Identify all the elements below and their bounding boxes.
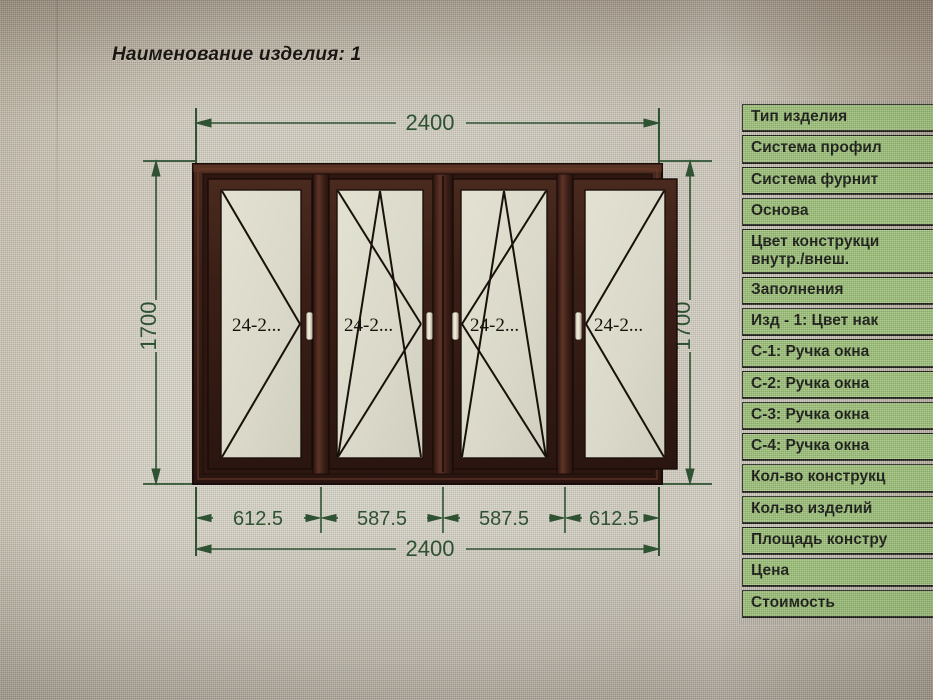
property-label: С-1: Ручка окна [751, 343, 870, 361]
property-row-filling[interactable]: Заполнения [742, 276, 933, 305]
property-label: Система профил [751, 139, 882, 157]
sash-4-width-label: 612.5 [589, 508, 639, 530]
property-row-qty-constructions[interactable]: Кол-во конструкц [742, 464, 933, 493]
mullion-1 [312, 173, 330, 475]
property-label: Основа [751, 201, 809, 219]
sash-4: 24-2... [572, 178, 678, 470]
property-label: С-3: Ручка окна [751, 405, 870, 423]
property-row-total-cost[interactable]: Стоимость [742, 589, 933, 618]
mullion-2 [556, 173, 574, 475]
property-label: Кол-во конструкц [751, 468, 886, 486]
property-label-line2: внутр./внеш. [751, 251, 850, 269]
page-title: Наименование изделия: 1 [112, 44, 362, 65]
property-row-handle-s4[interactable]: С-4: Ручка окна [742, 433, 933, 462]
left-height-dimension-group: 1700 [136, 159, 196, 486]
window-drawing: 2400 1700 1700 [136, 108, 712, 561]
sash-3-width-label: 587.5 [479, 508, 529, 530]
sash-4-label: 24-2... [594, 315, 643, 336]
property-row-hardware[interactable]: Система фурнит [742, 166, 933, 195]
sash-1-label: 24-2... [232, 315, 281, 336]
left-height-dimension-label: 1700 [136, 302, 161, 351]
background-top-shade [0, 0, 933, 120]
property-row-handle-s1[interactable]: С-1: Ручка окна [742, 339, 933, 368]
property-row-overlay-color[interactable]: Изд - 1: Цвет нак [742, 307, 933, 337]
sash-2-label: 24-2... [344, 315, 393, 336]
top-dimension-group: 2400 [194, 108, 661, 172]
window-assembly: 24-2... 24 [192, 163, 678, 485]
sash-1-opening-symbol [221, 190, 301, 458]
sash-3: 24-2... [451, 178, 558, 470]
sash-1: 24-2... [207, 178, 314, 470]
sash-1-handle [305, 311, 314, 341]
property-label: Изд - 1: Цвет нак [751, 311, 879, 329]
bottom-total-dimension-group: 2400 [194, 536, 661, 561]
sash-3-label: 24-2... [470, 315, 519, 336]
property-row-type[interactable]: Тип изделия [742, 104, 933, 133]
sash-1-width-label: 612.5 [233, 508, 283, 530]
property-label: Площадь констру [751, 530, 888, 548]
sash-4-glass [584, 189, 666, 459]
property-row-handle-s2[interactable]: С-2: Ручка окна [742, 370, 933, 399]
sash-1-glass [220, 189, 302, 459]
sash-2: 24-2... [328, 178, 434, 470]
property-label: Цвет конструкци [751, 233, 880, 251]
property-row-profile[interactable]: Система профил [742, 135, 933, 164]
sash-4-handle [574, 311, 583, 341]
bottom-total-dimension-label: 2400 [406, 536, 455, 561]
property-row-price[interactable]: Цена [742, 558, 933, 587]
background-seam-line [56, 0, 58, 700]
property-label: Заполнения [751, 280, 844, 298]
sash-3-opening-symbol [461, 190, 547, 458]
sash-3-glass [460, 189, 548, 459]
property-label: Цена [751, 562, 790, 580]
property-row-color[interactable]: Цвет конструкци внутр./внеш. [742, 229, 933, 274]
sash-2-opening-symbol [337, 190, 422, 458]
sash-2-width-label: 587.5 [357, 508, 407, 530]
property-label: Система фурнит [751, 170, 879, 188]
property-label: Стоимость [751, 593, 835, 611]
property-label: С-4: Ручка окна [751, 437, 870, 455]
property-label: Кол-во изделий [751, 499, 873, 517]
sash-2-glass [336, 189, 424, 459]
property-label: Тип изделия [751, 108, 848, 125]
sash-3-handle [451, 311, 460, 341]
sash-2-handle [425, 311, 434, 341]
top-dimension-label: 2400 [406, 110, 455, 135]
properties-table: Тип изделия Система профил Система фурни… [738, 100, 933, 625]
bottom-segment-dimensions-group: 612.5 587.5 587.5 612.5 [195, 487, 660, 556]
property-label: С-2: Ручка окна [751, 374, 870, 392]
property-row-handle-s3[interactable]: С-3: Ручка окна [742, 401, 933, 431]
sash-4-opening-symbol [585, 190, 665, 458]
property-row-qty-products[interactable]: Кол-во изделий [742, 495, 933, 524]
property-row-area[interactable]: Площадь констру [742, 526, 933, 556]
property-row-base[interactable]: Основа [742, 197, 933, 227]
